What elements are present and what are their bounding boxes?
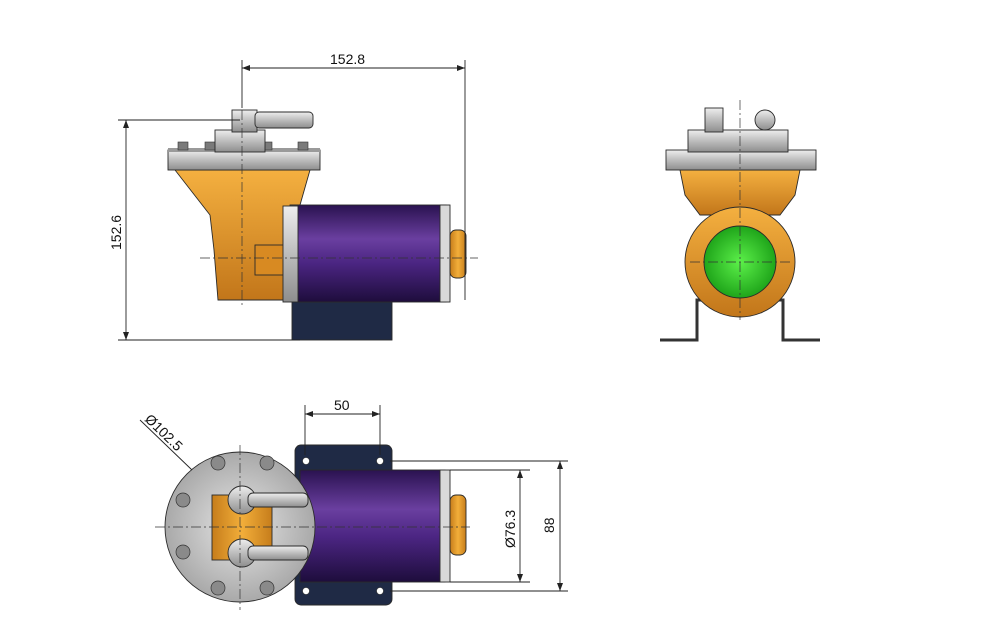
side-flange — [167, 149, 321, 171]
dim-side-length: 152.8 — [330, 51, 365, 67]
dim-top-overall-width: 88 — [541, 517, 557, 533]
side-view: 152.8 152.6 — [108, 51, 478, 341]
side-mount-bracket — [291, 295, 393, 341]
side-flange-bolts — [177, 141, 309, 151]
dim-top-flange-dia: Ø102.5 — [142, 411, 186, 455]
top-view: Ø102.5 50 Ø76.3 88 — [139, 397, 568, 610]
top-motor-endcap — [449, 494, 467, 556]
end-flange — [665, 149, 817, 171]
dim-side-height: 152.6 — [108, 215, 124, 250]
side-valve-head — [214, 129, 266, 153]
end-view — [660, 100, 820, 342]
side-motor — [297, 204, 447, 303]
dim-top-motor-dia: Ø76.3 — [502, 510, 518, 548]
dim-top-bracket-width: 50 — [334, 397, 350, 413]
side-motor-endcap — [449, 229, 467, 279]
end-solenoid — [754, 109, 776, 131]
side-solenoid-pin — [254, 111, 314, 129]
top-flange-bolts — [175, 455, 275, 596]
top-motor — [299, 469, 446, 583]
